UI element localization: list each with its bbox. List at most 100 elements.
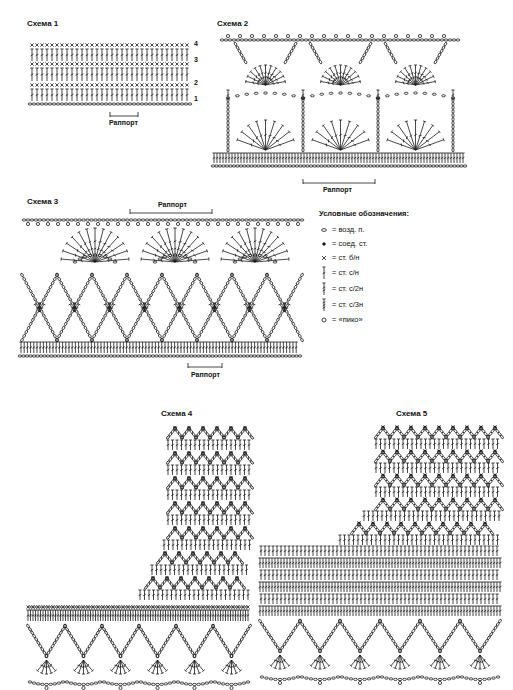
chain-stitch: [28, 103, 32, 105]
chain-stitch: [152, 103, 156, 105]
chain-stitch: [308, 39, 312, 41]
chain-stitch: [201, 683, 205, 685]
chain-stitch: [184, 683, 188, 685]
chain-stitch: [254, 293, 258, 297]
chain-stitch: [264, 92, 268, 94]
chain-stitch: [267, 334, 271, 338]
picot: [358, 34, 361, 37]
double-crochet-slash: [108, 246, 111, 247]
chain-stitch: [132, 326, 136, 330]
chain-stitch: [227, 106, 229, 110]
chain-stitch: [287, 297, 291, 301]
chain-stitch: [227, 110, 229, 114]
chain-stitch: [182, 297, 186, 301]
chain-stitch: [302, 110, 304, 114]
picot: [86, 222, 89, 225]
picot: [36, 222, 39, 225]
chain-stitch: [53, 683, 57, 685]
chain-stitch: [176, 103, 180, 105]
chain-stitch: [274, 289, 278, 293]
double-crochet-slash: [241, 245, 242, 248]
double-crochet-slash: [179, 241, 182, 242]
chain-stitch: [377, 110, 379, 114]
double-crochet-top: [161, 673, 164, 674]
chain-stitch: [168, 682, 172, 684]
double-crochet-top: [124, 673, 127, 674]
chain-stitch: [149, 293, 153, 297]
chain-stitch: [101, 317, 105, 321]
double-crochet-slash: [253, 81, 254, 84]
chain-stitch: [440, 39, 444, 41]
chain-stitch: [205, 682, 209, 684]
chain-stitch: [106, 219, 110, 221]
chain-stitch: [128, 103, 132, 105]
chain-stitch: [320, 93, 324, 95]
chain-stitch: [224, 285, 228, 289]
chain-stitch: [77, 297, 81, 301]
chain-stitch: [304, 39, 308, 41]
chain-stitch: [188, 683, 192, 685]
chain-stitch: [137, 219, 141, 221]
chain-stitch: [300, 219, 304, 221]
double-crochet-slash: [117, 666, 120, 667]
chain-stitch: [64, 103, 68, 105]
chain-stitch: [138, 313, 142, 317]
picot: [394, 34, 397, 37]
chain-stitch: [217, 297, 221, 301]
chain-stitch: [235, 281, 239, 285]
chain-stitch: [234, 683, 238, 685]
chain-stitch: [202, 326, 206, 330]
chain-stitch: [209, 219, 213, 221]
chain-stitch: [40, 683, 44, 685]
chain-stitch: [77, 683, 81, 685]
double-crochet-slash: [251, 143, 252, 146]
chain-stitch: [119, 326, 123, 330]
picot: [250, 34, 253, 37]
chain-stitch: [237, 219, 241, 221]
chain-stitch: [106, 682, 110, 684]
chain-stitch: [94, 682, 98, 684]
chain-stitch: [73, 683, 77, 685]
chain-stitch: [452, 117, 454, 121]
chain-stitch: [236, 39, 240, 41]
chain-stitch: [377, 129, 379, 133]
chain-stitch: [282, 93, 286, 95]
double-crochet-slash: [344, 135, 347, 136]
chain-stitch: [153, 219, 157, 221]
chain-stitch: [76, 103, 80, 105]
chain-stitch: [242, 682, 246, 684]
chain-stitch: [52, 103, 56, 105]
chain-stitch: [193, 334, 197, 338]
double-crochet-slash: [348, 76, 351, 77]
chain-stitch: [272, 39, 276, 41]
chain-stitch: [452, 133, 454, 137]
chain-stitch: [377, 113, 379, 117]
chain-stitch: [396, 39, 400, 41]
chain-stitch: [68, 297, 72, 301]
chain-stitch: [243, 297, 247, 301]
chain-stitch: [392, 39, 396, 41]
chain-stitch: [289, 317, 293, 321]
picot: [166, 222, 169, 225]
chain-stitch: [186, 289, 190, 293]
chain-stitch: [272, 326, 276, 330]
chain-stitch: [184, 293, 188, 297]
chain-stitch: [227, 137, 229, 141]
chain-stitch: [70, 219, 74, 221]
chain-stitch: [241, 317, 245, 321]
chain-stitch: [213, 219, 217, 221]
chain-stitch: [88, 334, 92, 338]
chain-stitch: [197, 683, 201, 685]
chain-stitch: [149, 317, 153, 321]
chain-stitch: [78, 219, 82, 221]
chain-stitch: [372, 39, 376, 41]
chain-stitch: [156, 683, 160, 685]
chain-stitch: [191, 281, 195, 285]
chain-stitch: [147, 313, 151, 317]
double-crochet-slash: [342, 73, 345, 74]
chain-stitch: [98, 681, 102, 683]
chain-stitch: [79, 293, 83, 297]
chain-stitch: [49, 683, 53, 685]
double-crochet-slash: [228, 666, 231, 667]
chain-stitch: [344, 39, 348, 41]
